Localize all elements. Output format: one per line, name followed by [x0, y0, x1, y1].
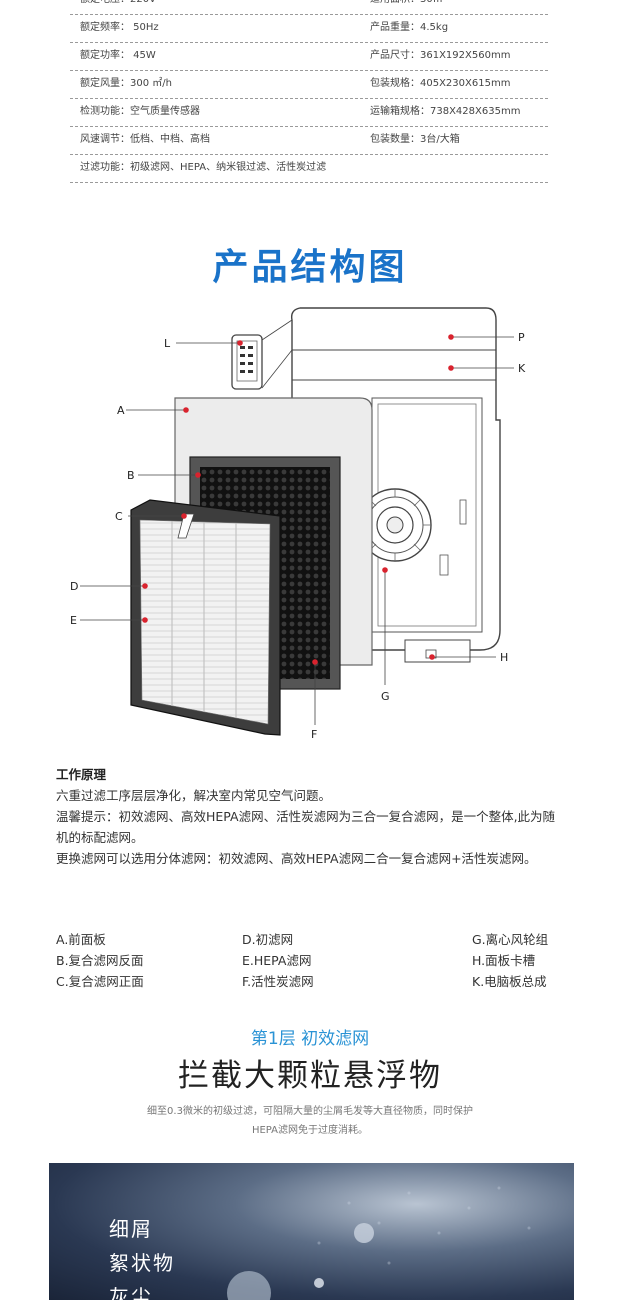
- legend-item: K.电脑板总成: [472, 974, 547, 989]
- spec-left: 过滤功能：初级滤网、HEPA、纳米银过滤、活性炭过滤: [80, 162, 327, 173]
- spec-left: 检测功能：空气质量传感器: [80, 106, 200, 117]
- layer-desc-line: 细至0.3微米的初级过滤，可阻隔大量的尘屑毛发等大直径物质，同时保护: [147, 1106, 473, 1117]
- spec-right: 产品尺寸：361X192X560mm: [370, 50, 511, 61]
- filter-banner: 细屑 絮状物 灰尘: [49, 1163, 574, 1300]
- purifier-housing: [290, 307, 501, 663]
- spec-right: 运输箱规格：738X428X635mm: [370, 106, 521, 117]
- label-k: K: [518, 362, 526, 375]
- principle-line: 更换滤网可以选用分体滤网：初效滤网、高效HEPA滤网二合一复合滤网+活性炭滤网。: [56, 851, 537, 866]
- spec-right: 包装数量：3台/大箱: [370, 134, 460, 145]
- legend-item: G.离心风轮组: [472, 932, 549, 947]
- section-title: 产品结构图: [212, 247, 408, 288]
- legend-item: D.初滤网: [242, 932, 294, 947]
- hepa-filter: [130, 499, 281, 736]
- label-e: E: [70, 614, 77, 627]
- principle-heading: 工作原理: [56, 767, 107, 782]
- leader-lines: [80, 336, 514, 725]
- label-d: D: [70, 580, 78, 593]
- spec-row: 额定风量：300 ㎡/h 包装规格：405X230X615mm: [70, 70, 548, 99]
- spec-row: 过滤功能：初级滤网、HEPA、纳米银过滤、活性炭过滤: [70, 154, 548, 183]
- legend-item: H.面板卡槽: [472, 953, 536, 968]
- spec-right: 适用面积：30㎡: [370, 0, 443, 14]
- spec-left: 额定频率： 50Hz: [80, 22, 159, 33]
- spec-left: 额定风量：300 ㎡/h: [80, 78, 172, 89]
- label-a: A: [117, 404, 125, 417]
- spec-left: 额定功率： 45W: [80, 50, 156, 61]
- parts-legend: A.前面板 D.初滤网 G.离心风轮组 B.复合滤网反面 E.HEPA滤网 H.…: [56, 930, 576, 1000]
- spec-left: 风速调节：低档、中档、高档: [80, 134, 210, 145]
- label-c: C: [115, 510, 123, 523]
- spec-row: 额定频率： 50Hz 产品重量：4.5kg: [70, 14, 548, 43]
- banner-texture: [227, 1186, 531, 1300]
- label-p: P: [518, 331, 525, 344]
- layer-desc-line: HEPA滤网免于过度消耗。: [251, 1125, 369, 1136]
- spec-left: 额定电压：220V: [80, 0, 156, 14]
- spec-row: 额定电压：220V 适用面积：30㎡: [70, 0, 548, 15]
- label-b: B: [127, 469, 135, 482]
- principle-line: 温馨提示：初效滤网、高效HEPA滤网、活性炭滤网为三合一复合滤网，是一个整体,此…: [56, 809, 556, 845]
- label-g: G: [381, 690, 390, 703]
- label-f: F: [311, 728, 317, 741]
- banner-word: 絮状物: [109, 1251, 175, 1275]
- fan-wheel: [358, 488, 432, 562]
- legend-item: A.前面板: [56, 932, 106, 947]
- layer-subtitle: 第1层 初效滤网: [250, 1029, 370, 1049]
- spec-row: 额定功率： 45W 产品尺寸：361X192X560mm: [70, 42, 548, 71]
- control-board: [231, 319, 293, 390]
- layer-description: 细至0.3微米的初级过滤，可阻隔大量的尘屑毛发等大直径物质，同时保护 HEPA滤…: [0, 1102, 620, 1140]
- spec-table: 额定电压：220V 适用面积：30㎡ 额定频率： 50Hz 产品重量：4.5kg…: [0, 0, 620, 200]
- spec-right: 产品重量：4.5kg: [370, 22, 449, 33]
- legend-item: E.HEPA滤网: [242, 953, 312, 968]
- spec-row: 检测功能：空气质量传感器 运输箱规格：738X428X635mm: [70, 98, 548, 127]
- legend-item: B.复合滤网反面: [56, 953, 144, 968]
- spec-right: 包装规格：405X230X615mm: [370, 78, 511, 89]
- exploded-diagram: L A B C D E P K G F H: [70, 307, 526, 741]
- banner-word: 灰尘: [109, 1285, 153, 1300]
- working-principle: 工作原理 六重过滤工序层层净化，解决室内常见空气问题。 温馨提示：初效滤网、高效…: [56, 764, 566, 869]
- layer-title: 拦截大颗粒悬浮物: [178, 1058, 442, 1094]
- label-l: L: [164, 337, 171, 350]
- marker-dots: [142, 334, 454, 665]
- banner-word: 细屑: [109, 1217, 153, 1241]
- spec-row: 风速调节：低档、中档、高档 包装数量：3台/大箱: [70, 126, 548, 155]
- legend-item: F.活性炭滤网: [242, 974, 314, 989]
- label-h: H: [500, 651, 508, 664]
- principle-line: 六重过滤工序层层净化，解决室内常见空气问题。: [56, 788, 332, 803]
- legend-item: C.复合滤网正面: [56, 974, 144, 989]
